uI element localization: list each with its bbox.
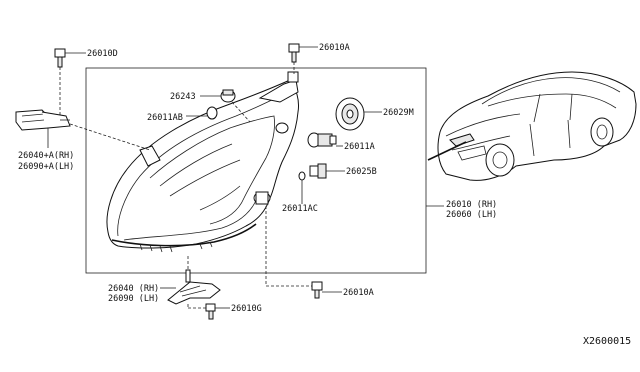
diagram-code: X2600015 bbox=[583, 336, 631, 347]
label-26040a-rh: 26040+A(RH) bbox=[18, 151, 74, 161]
bolt-26010a-bottom bbox=[311, 281, 342, 299]
bracket-26040a bbox=[15, 109, 71, 148]
label-26011a: 26011A bbox=[344, 142, 375, 152]
label-26010a-bottom: 26010A bbox=[343, 288, 374, 298]
label-26060-lh: 26060 (LH) bbox=[446, 210, 497, 220]
bulb-26011ac bbox=[298, 171, 306, 204]
label-26011ab: 26011AB bbox=[147, 113, 183, 123]
cap-26029m bbox=[335, 97, 382, 131]
label-26010-rh: 26010 (RH) bbox=[446, 200, 497, 210]
assembly-frame bbox=[85, 67, 427, 274]
label-26029m: 26029M bbox=[383, 108, 414, 118]
socket-26025b bbox=[309, 163, 345, 179]
label-26025b: 26025B bbox=[346, 167, 377, 177]
sedan-illustration bbox=[427, 71, 637, 181]
label-26243: 26243 bbox=[170, 92, 196, 102]
label-26010d: 26010D bbox=[87, 49, 118, 59]
bolt-26010d bbox=[54, 48, 86, 68]
bolt-26010a-top bbox=[288, 43, 318, 63]
bolt-26010g bbox=[205, 303, 230, 320]
label-26090a-lh: 26090+A(LH) bbox=[18, 162, 74, 172]
label-26010a-top: 26010A bbox=[319, 43, 350, 53]
bulb-26011ab bbox=[186, 106, 218, 120]
label-26011ac: 26011AC bbox=[282, 204, 318, 214]
label-26040-rh: 26040 (RH) bbox=[108, 284, 159, 294]
label-26090-lh: 26090 (LH) bbox=[108, 294, 159, 304]
bulb-26011a bbox=[307, 132, 343, 148]
bulb-26243 bbox=[200, 89, 236, 103]
headlamp-assembly bbox=[106, 71, 299, 253]
label-26010g: 26010G bbox=[231, 304, 262, 314]
bracket-26040 bbox=[167, 269, 221, 305]
